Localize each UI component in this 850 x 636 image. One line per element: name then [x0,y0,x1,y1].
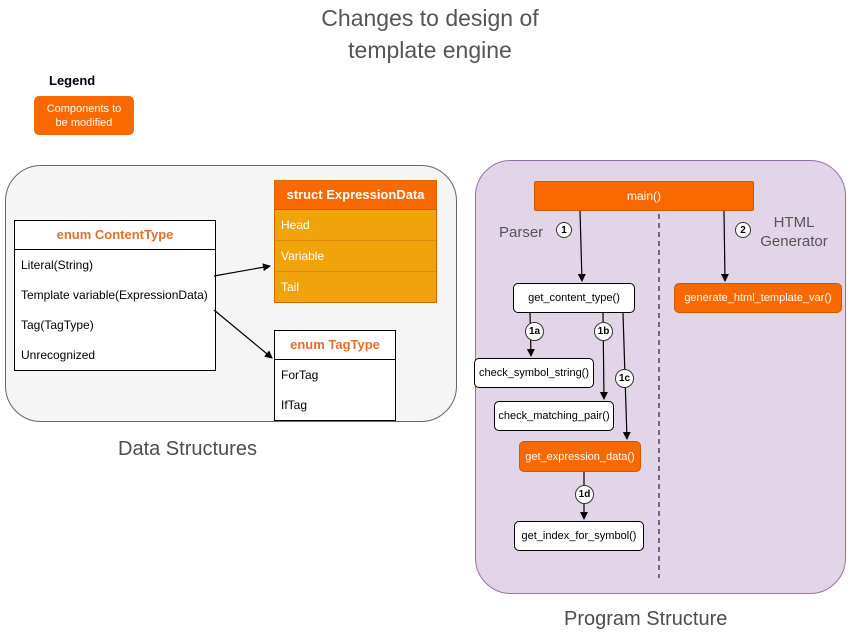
content-type-header: enum ContentType [15,221,215,250]
main-to-get-content-type-arrow [577,210,586,282]
step-badge-1: 1 [556,222,572,238]
content-type-row: Tag(TagType) [21,318,94,332]
generate-html-template-var-node: generate_html_template_var() [674,283,842,313]
expression-data-row: Variable [275,241,436,272]
get-expression-data-node: get_expression_data() [519,441,641,472]
content-type-row: Unrecognized [21,348,96,362]
tag-type-table: enum TagType ForTag IfTag [274,330,396,421]
title-line-1: Changes to design of [321,5,539,31]
html-generator-label: HTML Generator [756,213,832,251]
main-node: main() [534,181,754,211]
step-badge-1a: 1a [525,322,544,341]
content-type-table: enum ContentType Literal(String) Templat… [14,220,216,371]
html-generator-label-line-1: HTML [773,214,815,231]
tag-type-row: IfTag [281,398,308,412]
html-generator-label-line-2: Generator [760,233,828,250]
check-matching-pair-node: check_matching_pair() [494,401,614,431]
legend-title: Legend [49,73,96,88]
diagram-title: Changes to design of template engine [0,2,850,66]
content-type-to-tag-type-arrow [213,309,273,359]
step-badge-1d: 1d [575,485,594,504]
expression-data-header: struct ExpressionData [275,181,436,210]
get-content-type-node: get_content_type() [513,283,635,313]
parser-label: Parser [499,224,544,241]
legend-item-line-2: be modified [55,116,113,129]
tag-type-header: enum TagType [275,331,395,360]
step-badge-1c: 1c [615,369,634,388]
check-symbol-string-node: check_symbol_string() [474,358,594,388]
step-badge-2: 2 [735,222,751,238]
legend-item-line-1: Components to [46,102,122,115]
expression-data-row: Tail [281,280,300,294]
get-index-for-symbol-node: get_index_for_symbol() [514,521,644,551]
main-to-generate-html-arrow [720,210,729,282]
content-type-row: Literal(String) [21,258,94,272]
expression-data-row: Head [275,210,436,241]
data-structures-caption: Data Structures [118,438,257,460]
legend-modified-swatch: Components to be modified [34,96,134,135]
tag-type-row: ForTag [281,368,319,382]
step-badge-1b: 1b [594,322,613,341]
content-type-to-expression-data-arrow [213,263,271,277]
content-type-row: Template variable(ExpressionData) [21,288,208,302]
expression-data-table: struct ExpressionData Head Variable Tail [274,180,437,303]
program-structure-caption: Program Structure [564,608,728,630]
title-line-2: template engine [348,37,512,63]
